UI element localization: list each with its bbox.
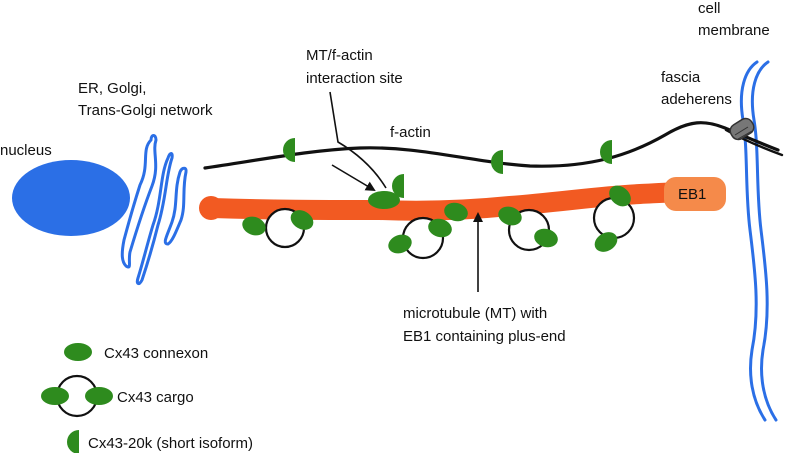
cx43-short-isoforms (283, 138, 612, 198)
cx43-cargo (388, 216, 452, 260)
nucleus-label: nucleus (0, 142, 52, 159)
er-golgi-shape (120, 134, 188, 286)
cx43-connexon (368, 191, 400, 209)
legend-cargo-label: Cx43 cargo (117, 389, 194, 406)
legend: Cx43 connexon Cx43 cargo Cx43-20k (short… (41, 343, 253, 453)
legend-cargo-swatch-left (41, 387, 69, 405)
legend-short-isoform-swatch (67, 430, 79, 453)
f-actin-filament (203, 121, 780, 170)
cell-membrane-label-line2: membrane (698, 22, 770, 39)
microtubule-label-line1: microtubule (MT) with (403, 305, 547, 322)
cell-membrane-label-line1: cell (698, 0, 721, 17)
er-golgi-label-line2: Trans-Golgi network (78, 102, 213, 119)
legend-short-isoform-label: Cx43-20k (short isoform) (88, 435, 253, 452)
microtubule-label-line2: EB1 containing plus-end (403, 328, 566, 345)
fascia-adherens-label-line1: fascia (661, 69, 701, 86)
mt-factin-label-line1: MT/f-actin (306, 47, 373, 64)
legend-connexon-swatch (64, 343, 92, 361)
fascia-adherens-label-line2: adeherens (661, 91, 732, 108)
er-golgi-label-line1: ER, Golgi, (78, 80, 146, 97)
legend-connexon-label: Cx43 connexon (104, 345, 208, 362)
legend-cargo-swatch-right (85, 387, 113, 405)
mt-factin-pointer-line (329, 91, 387, 189)
cx43-cargo (242, 207, 314, 249)
eb1-label: EB1 (678, 186, 706, 203)
fascia-adherens-shape (729, 117, 755, 141)
cx43-short-isoform (600, 140, 612, 164)
f-actin-label: f-actin (390, 124, 431, 141)
cx43-short-isoform (392, 174, 404, 198)
cx43-short-isoform (491, 150, 503, 174)
eb1-cap (664, 177, 726, 211)
cx43-connexons (368, 191, 468, 222)
nucleus-shape (12, 160, 130, 236)
mt-factin-label-line2: interaction site (306, 70, 403, 87)
cx43-cargos (242, 185, 636, 260)
microtubule-shape (202, 182, 698, 221)
cx43-connexon (444, 202, 468, 222)
cx43-short-isoform (283, 138, 295, 162)
microtubule-minus-end (199, 196, 223, 220)
mt-factin-arrow (331, 164, 376, 192)
cx43-cargo (592, 185, 636, 252)
cell-membrane-shape (739, 60, 778, 422)
cx43-cargo (498, 206, 558, 252)
